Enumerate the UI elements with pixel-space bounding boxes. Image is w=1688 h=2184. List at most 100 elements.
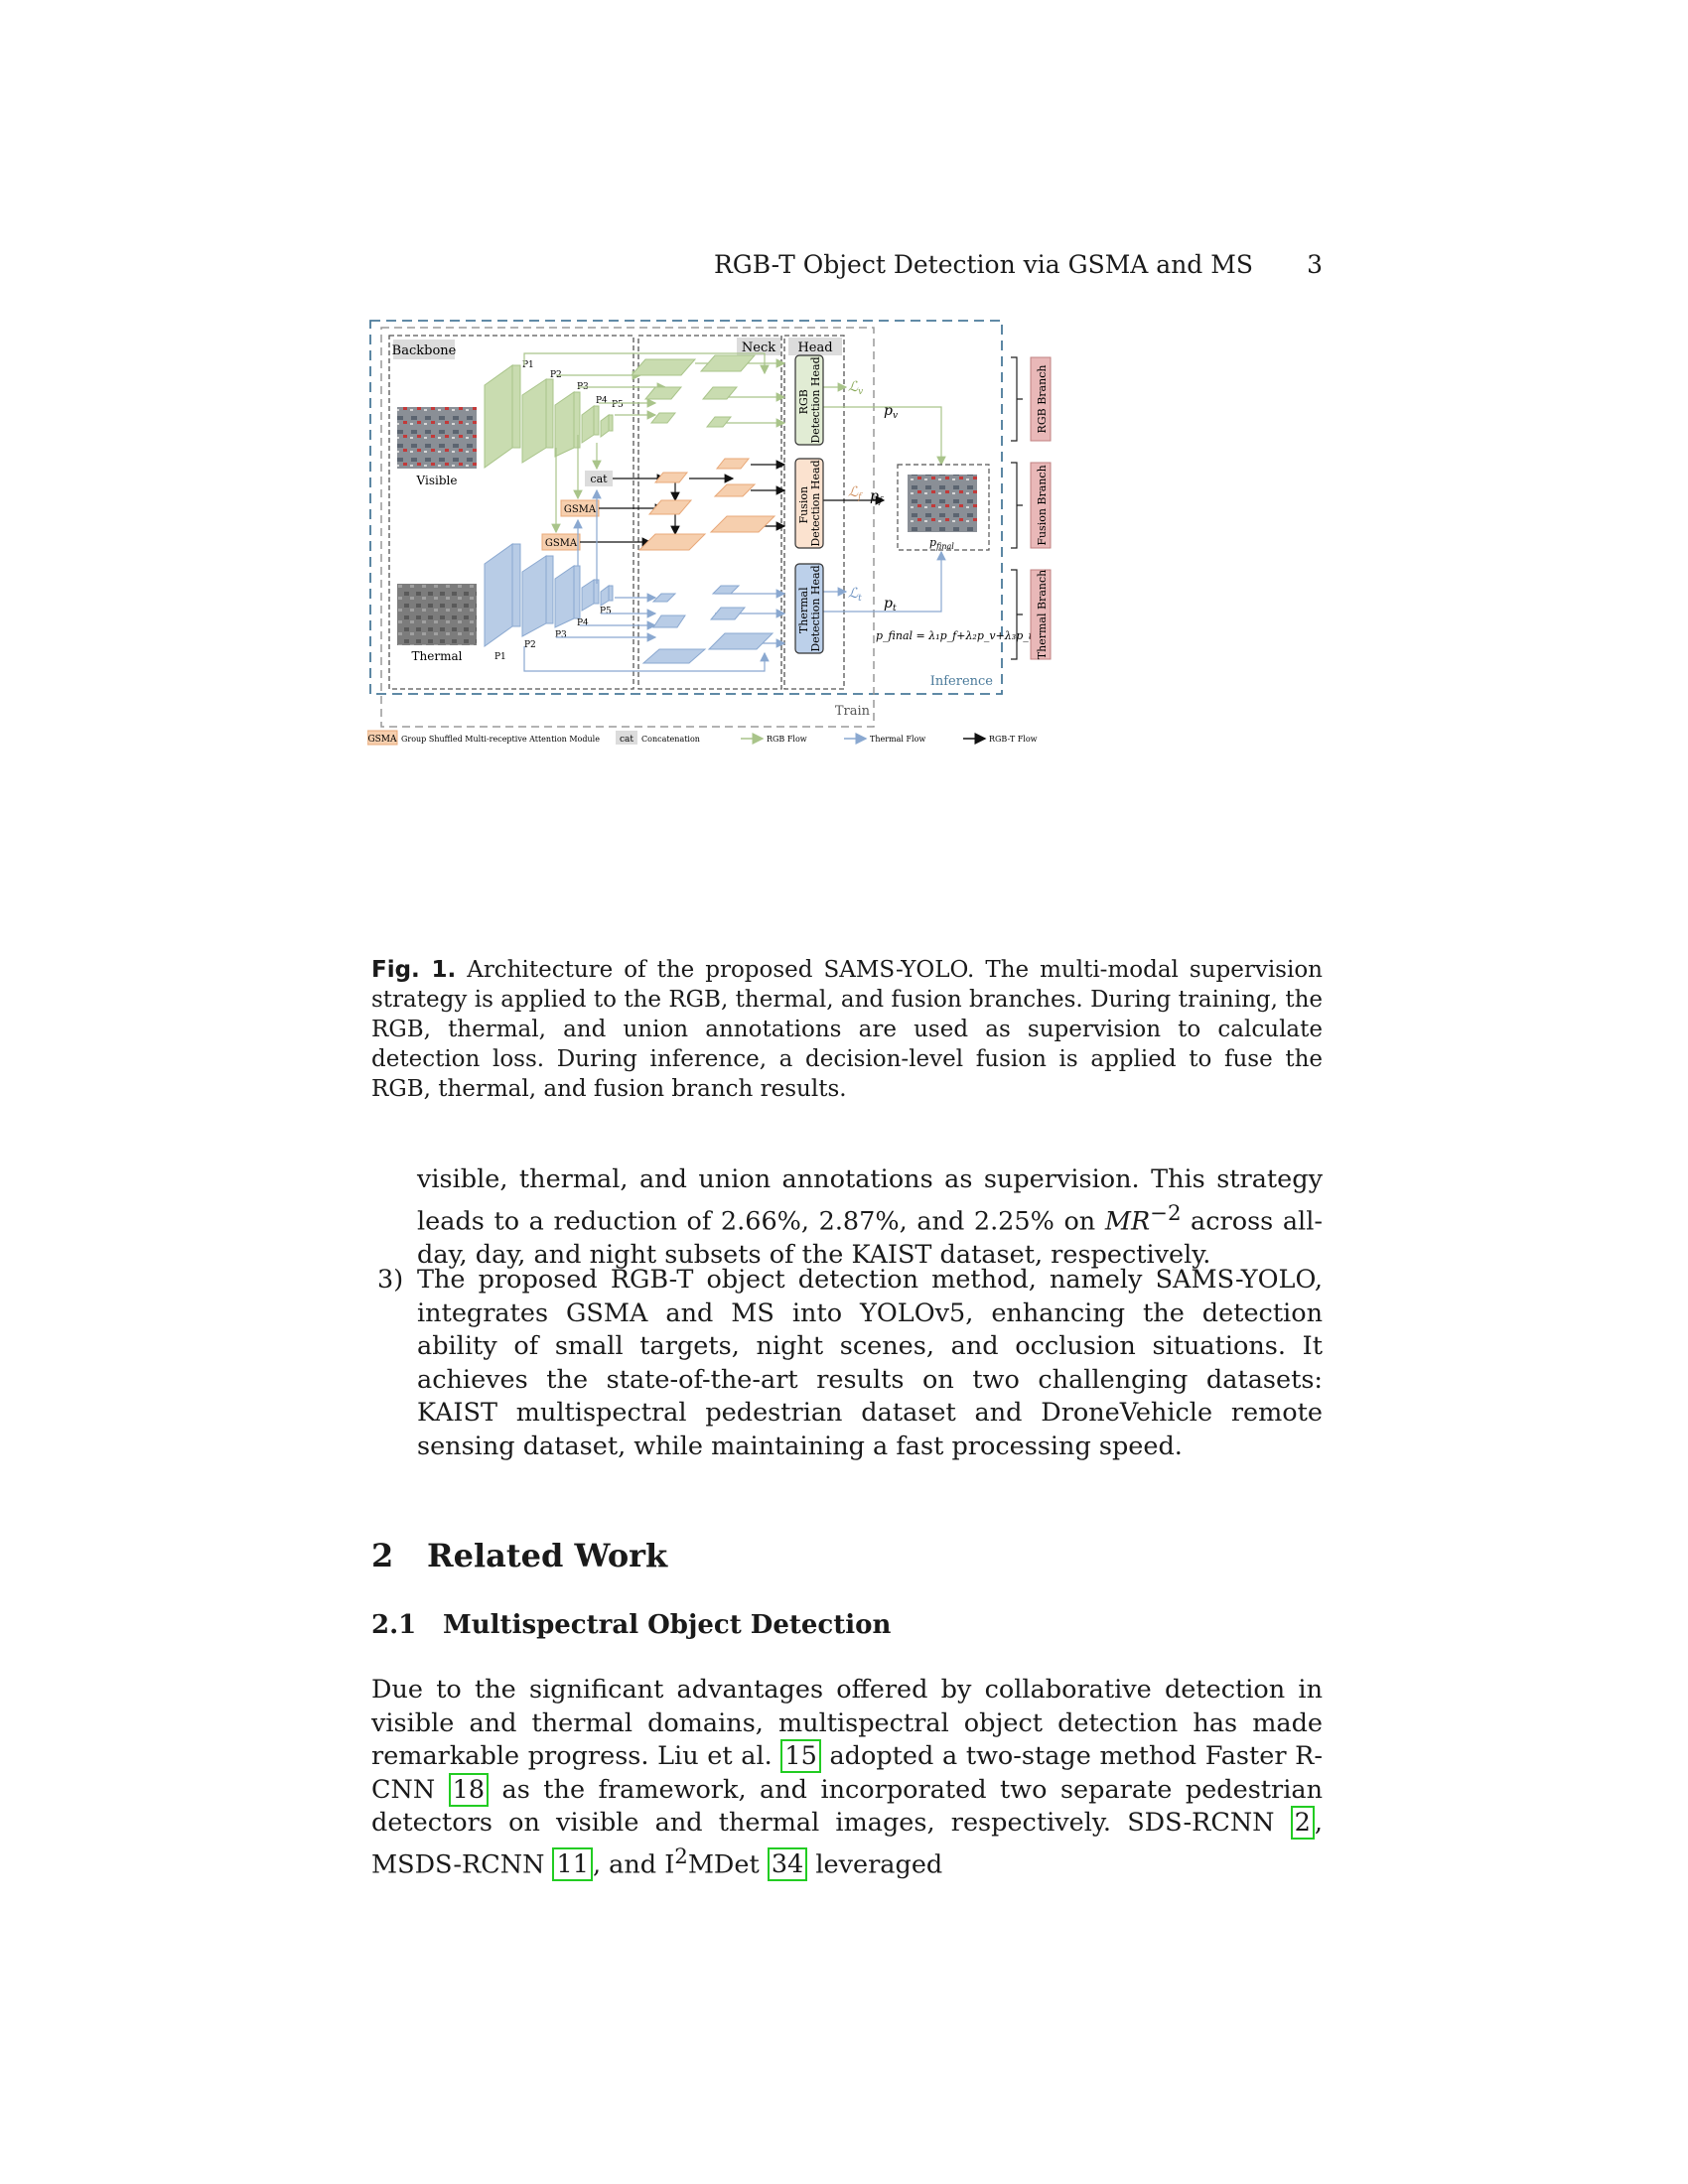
p-final-label: pfinal [929,536,954,551]
running-title: RGB-T Object Detection via GSMA and MS [713,250,1253,279]
backbone-box [388,335,634,690]
figure-legend: GSMA Group Shuffled Multi-receptive Atte… [367,730,1038,746]
visible-label: Visible [416,474,458,487]
loss-f: ℒf [848,484,863,502]
para-text-1: Due to the significant advantages offere… [371,1675,1323,1771]
running-head: RGB-T Object Detection via GSMA and MS 3 [369,250,1323,286]
legend-cat-tag: cat [620,735,633,745]
loss-v: ℒv [848,379,863,397]
citation-link[interactable]: 34 [767,1847,808,1881]
gsma-label-2: GSMA [545,538,578,549]
thermal-backbone [484,543,614,647]
para-text-2: adopted a two-stage method Faster R-CNN [371,1741,1323,1805]
neck-box [637,335,782,690]
list-item-text: The proposed RGB-T object detection meth… [417,1265,1323,1461]
train-box [380,327,875,728]
thermal-head-label: Thermal Detection Head [797,565,822,651]
rgb-p5-label: P5 [612,400,624,410]
rgb-branch-tag [1030,356,1052,442]
mr-symbol: MR [1104,1206,1151,1236]
legend-rgb-flow: RGB Flow [767,735,807,744]
subsection-number: 2.1 [371,1610,417,1640]
fusion-neck-planes [637,458,776,551]
caption-text: Architecture of the proposed SAMS-YOLO. … [371,957,1323,1102]
cat-box [585,471,613,486]
fusion-branch-bracket [1011,462,1023,549]
fusion-branch-tag [1030,462,1052,549]
fused-result-image [908,475,977,532]
gsma-label-1: GSMA [564,504,597,515]
neck-label: Neck [742,341,775,355]
thermal-label: Thermal [412,649,463,663]
legend-gsma-desc: Group Shuffled Multi-receptive Attention… [401,735,600,744]
rgb-p1-label: P1 [522,360,534,370]
legend-thermal-flow: Thermal Flow [870,735,925,744]
train-label: Train [835,704,871,719]
mr-superscript: −2 [1150,1200,1182,1226]
citation-link[interactable]: 15 [780,1739,821,1773]
fusion-formula: p_final = λ₁p_f+λ₂p_v+λ₃p_t [876,629,1034,642]
figure-label: Fig. 1. [371,957,457,983]
list-item-3: 3) The proposed RGB-T object detection m… [377,1264,1323,1463]
thermal-p3-label: P3 [555,630,567,640]
legend-cat-desc: Concatenation [641,735,700,744]
legend-gsma-swatch [367,730,398,746]
p-final-box [897,464,990,551]
p-f: pf [870,488,884,506]
page-number: 3 [1307,250,1323,279]
legend-gsma-tag: GSMA [367,735,397,745]
list-cont-b: across all-day, day, and night subsets o… [417,1206,1323,1270]
thermal-p2-label: P2 [524,640,536,650]
rgb-detection-head [794,354,824,446]
legend-cat-swatch [616,731,637,745]
thermal-p5-label: P5 [600,607,612,616]
rgb-p4-label: P4 [596,396,608,406]
list-cont-a: visible, thermal, and union annotations … [417,1164,1323,1236]
para-text-4: , MSDS-RCNN [371,1808,1323,1879]
thermal-branch-bracket [1011,569,1023,660]
rgb-neck-planes [630,354,757,428]
para-text-3: as the framework, and incorporated two s… [371,1774,1323,1839]
neck-tag [737,338,780,355]
cat-label: cat [590,473,608,485]
fusion-head-label: Fusion Detection Head [797,460,822,546]
para-text-6: MDet [687,1849,768,1879]
p-v: pv [884,403,898,421]
rgb-p2-label: P2 [550,370,562,380]
rgb-backbone [484,364,614,469]
section-title: Related Work [427,1537,668,1574]
fusion-detection-head [794,458,824,549]
architecture-diagram: Backbone Neck Head Visible Thermal P1 P2… [367,320,1052,746]
list-item-2-continuation: visible, thermal, and union annotations … [417,1163,1323,1272]
section-number: 2 [371,1537,394,1574]
citation-link[interactable]: 2 [1290,1806,1315,1840]
thermal-image [397,584,477,645]
para-superscript: 2 [674,1843,688,1869]
legend-rgbt-flow: RGB-T Flow [989,735,1038,744]
figure-caption: Fig. 1. Architecture of the proposed SAM… [371,955,1323,1104]
related-work-paragraph: Due to the significant advantages offere… [371,1674,1323,1882]
citation-link[interactable]: 18 [448,1772,490,1807]
para-text-5: , and I [592,1849,675,1879]
backbone-tag [393,340,455,359]
para-text-7: leveraged [807,1849,943,1879]
head-tag [788,338,842,355]
thermal-branch-label: Thermal Branch [1036,570,1049,659]
list-item-number: 3) [377,1265,404,1295]
thermal-detection-head [794,563,824,654]
inference-box [369,320,1003,695]
thermal-neck-planes [641,585,774,664]
loss-t: ℒt [848,586,862,604]
rgb-head-label: RGB Detection Head [797,356,822,443]
inference-label: Inference [930,674,994,689]
citation-link[interactable]: 11 [552,1847,593,1881]
architecture-figure: Backbone Neck Head Visible Thermal P1 P2… [367,316,1321,931]
rgb-branch-bracket [1011,356,1023,442]
visible-image [397,407,477,469]
thermal-p1-label: P1 [494,652,506,662]
rgb-branch-label: RGB Branch [1036,365,1049,434]
head-label: Head [797,341,832,355]
backbone-label: Backbone [392,343,457,358]
p-t: pt [884,596,897,614]
